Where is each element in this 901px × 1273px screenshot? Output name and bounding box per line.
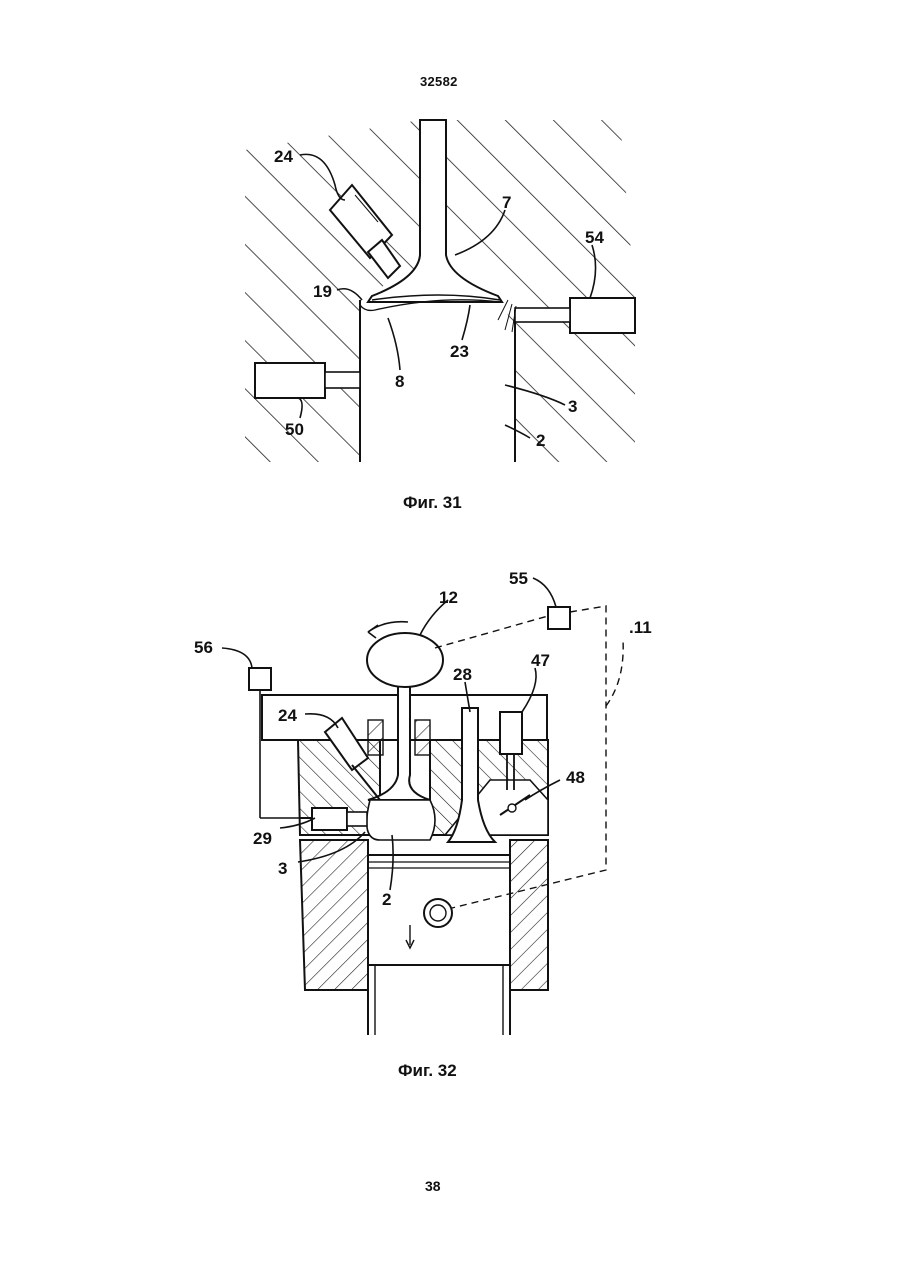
figure-32-engine — [249, 607, 570, 1035]
label-32-56: 56 — [194, 638, 213, 657]
label-32-28: 28 — [453, 665, 472, 684]
label-31-7: 7 — [502, 193, 511, 212]
label-32-29: 29 — [253, 829, 272, 848]
label-31-8: 8 — [395, 372, 404, 391]
label-32-11: .11 — [629, 618, 652, 637]
label-32-2: 2 — [382, 890, 391, 909]
label-32-55: 55 — [509, 569, 528, 588]
label-31-3: 3 — [568, 397, 577, 416]
label-31-24: 24 — [274, 147, 293, 166]
label-31-19: 19 — [313, 282, 332, 301]
figure-32-caption: Фиг. 32 — [398, 1061, 457, 1081]
page-number: 38 — [425, 1178, 441, 1194]
label-32-3: 3 — [278, 859, 287, 878]
label-32-47: 47 — [531, 651, 550, 670]
label-32-12: 12 — [439, 588, 458, 607]
label-31-2: 2 — [536, 431, 545, 450]
label-31-50: 50 — [285, 420, 304, 439]
label-32-24: 24 — [278, 706, 297, 725]
label-32-48: 48 — [566, 768, 585, 787]
label-31-23: 23 — [450, 342, 469, 361]
figure-31-caption: Фиг. 31 — [403, 493, 462, 513]
label-31-54: 54 — [585, 228, 604, 247]
